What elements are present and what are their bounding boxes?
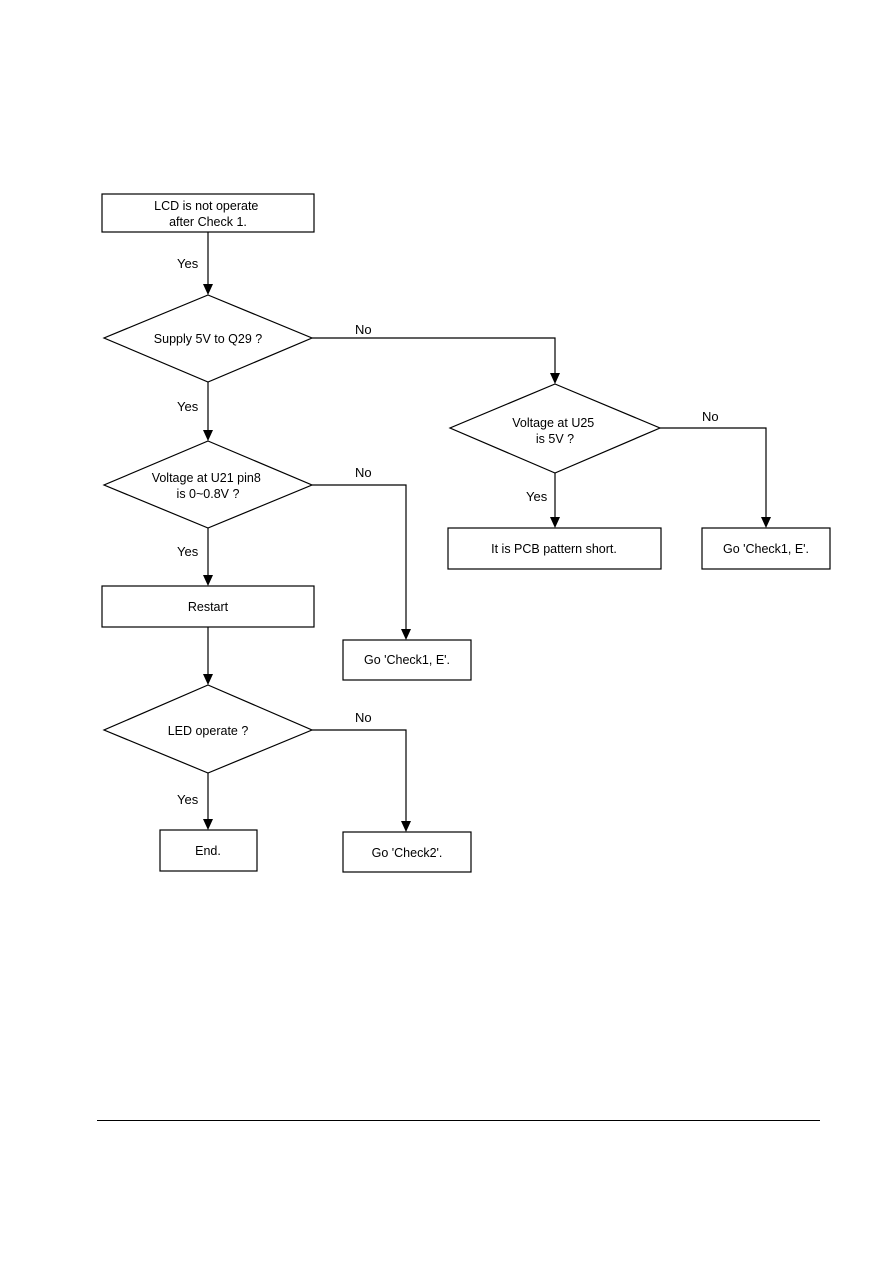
supply-5v-label-line-1: Supply 5V to Q29 ? bbox=[154, 332, 262, 346]
edge-label-led-to-check2: No bbox=[355, 710, 372, 725]
edge-labels: Yes Yes No Yes No Yes No Yes No bbox=[177, 256, 719, 807]
arrowhead-start-to-supply bbox=[203, 284, 213, 295]
connectors bbox=[203, 232, 771, 832]
voltage-u25-diamond bbox=[448, 383, 662, 474]
node-pcb-pattern-short: It is PCB pattern short. bbox=[447, 527, 662, 570]
end-box bbox=[159, 829, 258, 872]
go-check1-e-right-box bbox=[701, 527, 831, 570]
go-check1-e-right-label-line-1: Go 'Check1, E'. bbox=[723, 542, 809, 556]
footer-rule bbox=[97, 1120, 820, 1121]
node-start: LCD is not operate after Check 1. bbox=[101, 193, 315, 233]
go-check1-e-left-box bbox=[342, 639, 472, 681]
arrowhead-u25-to-check1 bbox=[761, 517, 771, 528]
voltage-u21-diamond bbox=[102, 440, 314, 529]
node-end: End. bbox=[159, 829, 258, 872]
node-restart: Restart bbox=[101, 585, 315, 628]
arrowhead-supply-to-u21 bbox=[203, 430, 213, 441]
pcb-short-label: It is PCB pattern short. bbox=[491, 542, 617, 556]
connector-u25-to-check1 bbox=[660, 427, 767, 518]
led-operate-label: LED operate ? bbox=[168, 724, 249, 738]
go-check2-box bbox=[342, 831, 472, 873]
supply-5v-label: Supply 5V to Q29 ? bbox=[154, 332, 262, 346]
node-go-check1-e-right: Go 'Check1, E'. bbox=[701, 527, 831, 570]
arrowhead-led-to-end bbox=[203, 819, 213, 830]
edge-label-u25-to-pcb: Yes bbox=[526, 489, 548, 504]
restart-label: Restart bbox=[188, 600, 229, 614]
edge-label-supply-to-u21: Yes bbox=[177, 399, 199, 414]
node-go-check1-e-left: Go 'Check1, E'. bbox=[342, 639, 472, 681]
edge-label-u21-to-restart: Yes bbox=[177, 544, 199, 559]
edge-label-u25-to-check1: No bbox=[702, 409, 719, 424]
edge-label-led-to-end: Yes bbox=[177, 792, 199, 807]
voltage-u25-label-line-2: is 5V ? bbox=[536, 432, 574, 446]
arrowhead-u21-to-restart bbox=[203, 575, 213, 586]
go-check1-e-right-label: Go 'Check1, E'. bbox=[723, 542, 809, 556]
node-supply-5v-decision: Supply 5V to Q29 ? bbox=[102, 294, 314, 383]
go-check2-label: Go 'Check2'. bbox=[372, 846, 443, 860]
node-led-operate-decision: LED operate ? bbox=[102, 684, 314, 774]
led-operate-diamond bbox=[102, 684, 314, 774]
voltage-u21-label: Voltage at U21 pin8 is 0~0.8V ? bbox=[152, 471, 265, 501]
go-check1-e-left-label: Go 'Check1, E'. bbox=[364, 653, 450, 667]
led-operate-label-line-1: LED operate ? bbox=[168, 724, 249, 738]
voltage-u21-label-line-1: Voltage at U21 pin8 bbox=[152, 471, 261, 485]
edge-label-start-to-supply: Yes bbox=[177, 256, 199, 271]
edge-label-u21-to-check1: No bbox=[355, 465, 372, 480]
start-label-line-1: LCD is not operate bbox=[154, 199, 258, 213]
edge-label-supply-to-u25: No bbox=[355, 322, 372, 337]
end-label-line-1: End. bbox=[195, 844, 221, 858]
connector-supply-to-u25 bbox=[312, 337, 556, 374]
start-label: LCD is not operate after Check 1. bbox=[154, 199, 262, 229]
node-go-check2: Go 'Check2'. bbox=[342, 831, 472, 873]
pcb-short-box bbox=[447, 527, 662, 570]
supply-5v-diamond bbox=[102, 294, 314, 383]
arrowhead-u21-to-check1 bbox=[401, 629, 411, 640]
arrowhead-led-to-check2 bbox=[401, 821, 411, 832]
start-label-line-2: after Check 1. bbox=[169, 215, 247, 229]
voltage-u21-label-line-2: is 0~0.8V ? bbox=[177, 487, 240, 501]
start-box bbox=[101, 193, 315, 233]
go-check2-label-line-1: Go 'Check2'. bbox=[372, 846, 443, 860]
end-label: End. bbox=[195, 844, 221, 858]
pcb-short-label-line-1: It is PCB pattern short. bbox=[491, 542, 617, 556]
restart-box bbox=[101, 585, 315, 628]
voltage-u25-label-line-1: Voltage at U25 bbox=[512, 416, 594, 430]
go-check1-e-left-label-line-1: Go 'Check1, E'. bbox=[364, 653, 450, 667]
arrowhead-u25-to-pcb bbox=[550, 517, 560, 528]
connector-u21-to-check1 bbox=[312, 484, 407, 630]
connector-led-to-check2 bbox=[312, 729, 407, 822]
restart-label-line-1: Restart bbox=[188, 600, 229, 614]
arrowhead-restart-to-led bbox=[203, 674, 213, 685]
voltage-u25-label: Voltage at U25 is 5V ? bbox=[512, 416, 598, 446]
arrowhead-supply-to-u25 bbox=[550, 373, 560, 384]
node-voltage-u21-decision: Voltage at U21 pin8 is 0~0.8V ? bbox=[102, 440, 314, 529]
node-voltage-u25-decision: Voltage at U25 is 5V ? bbox=[448, 383, 662, 474]
